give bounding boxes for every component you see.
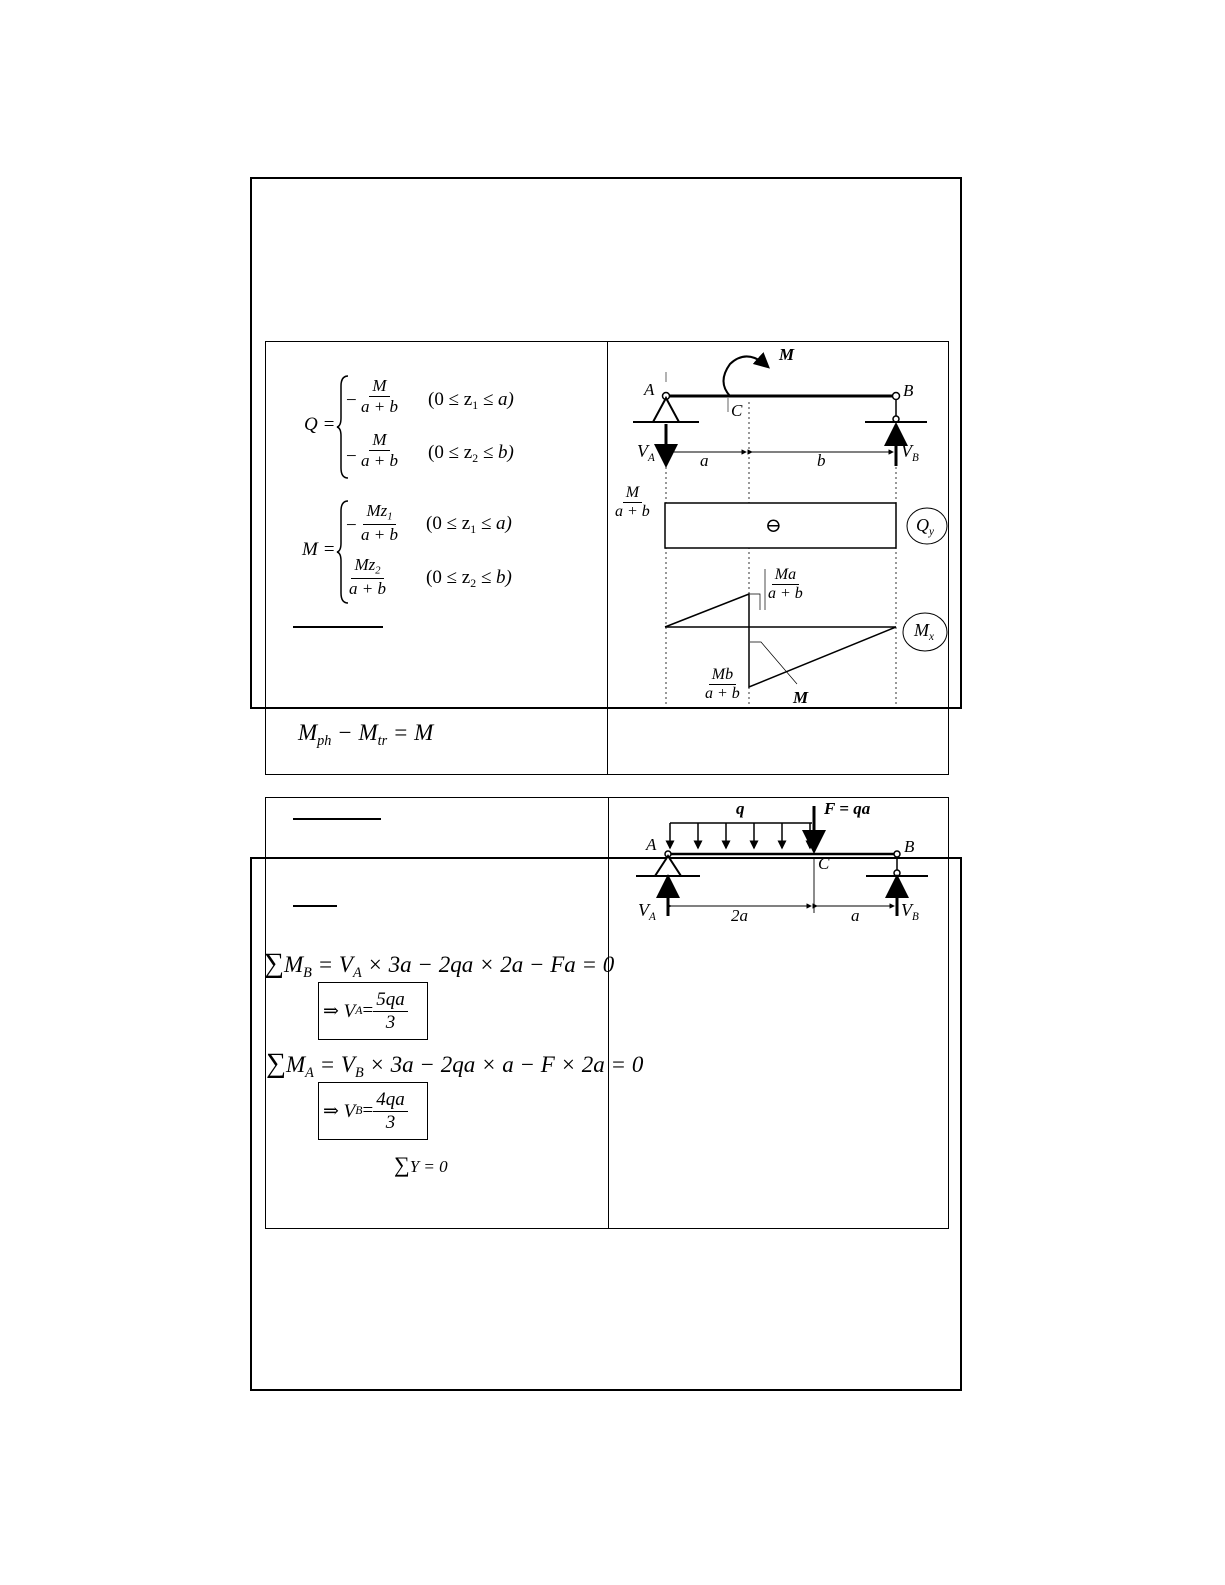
- underline-rule-2: [293, 818, 381, 820]
- label-a-point: A: [644, 380, 655, 399]
- label-c-point: C: [731, 401, 743, 420]
- m-row2-fraction: Mz2 a + b: [349, 555, 386, 598]
- q-lhs: Q =: [304, 414, 336, 435]
- label-mx-tag: Mx: [914, 620, 934, 643]
- label-span-b: b: [817, 451, 826, 470]
- m-row2-range: (0 ≤ z2 ≤ b): [426, 567, 512, 591]
- m-row1-minus: −: [346, 515, 357, 536]
- table1-right-cell: [607, 341, 949, 775]
- label-q-value: M a + b: [615, 484, 650, 521]
- moment-check-equation: Mph − Mtr = M: [298, 720, 434, 749]
- dashed-guides: [665, 402, 897, 710]
- label-va: VA: [638, 900, 656, 923]
- table2-right-cell: [608, 797, 949, 1229]
- m-piecewise: M = − Mz1 a + b (0 ≤ z1 ≤ a) Mz2 a + b (…: [300, 497, 600, 607]
- equilibrium-eq-b: ∑MB = VA × 3a − 2qa × 2a − Fa = 0: [264, 948, 615, 981]
- q-row2-minus: −: [346, 446, 357, 467]
- underline-rule-1: [293, 626, 383, 628]
- label-q-load: q: [736, 799, 745, 818]
- q-piecewise: Q = − M a + b (0 ≤ z1 ≤ a) − M a + b (0 …: [300, 372, 600, 482]
- equilibrium-eq-y: ∑Y = 0: [394, 1152, 448, 1177]
- q-brace: [336, 375, 349, 479]
- label-c-point: C: [818, 854, 830, 873]
- distributed-load: [665, 822, 815, 850]
- label-a-point: A: [646, 835, 657, 854]
- beam-diagram-1: [633, 352, 948, 710]
- label-qy-tag: Qy: [916, 515, 934, 538]
- label-vb: VB: [901, 900, 919, 923]
- label-b-point: B: [903, 381, 914, 400]
- label-mb-value: Mb a + b: [705, 666, 740, 703]
- outer-frame-bottom: [250, 857, 962, 1391]
- label-va: VA: [637, 441, 655, 464]
- outer-frame-top: [250, 177, 962, 709]
- m-lhs: M =: [302, 539, 336, 560]
- label-vb: VB: [901, 441, 919, 464]
- label-span-a: a: [700, 451, 709, 470]
- beam-diagram-2: [636, 806, 928, 916]
- m-row1-range: (0 ≤ z1 ≤ a): [426, 513, 512, 537]
- shear-diagram: [664, 502, 897, 549]
- equilibrium-eq-a: ∑MA = VB × 3a − 2qa × a − F × 2a = 0: [266, 1048, 644, 1081]
- label-ma-value: Ma a + b: [768, 566, 803, 603]
- label-b-point: B: [904, 837, 915, 856]
- q-row1-fraction: M a + b: [361, 376, 398, 416]
- m-brace: [336, 500, 349, 604]
- moment-diagram: [664, 592, 897, 689]
- negative-sign-icon: ⊖: [765, 515, 782, 537]
- dimension-line: [666, 858, 895, 913]
- label-force-f: F = qa: [824, 799, 871, 818]
- q-row1-range: (0 ≤ z1 ≤ a): [428, 389, 514, 413]
- underline-rule-3: [293, 905, 337, 907]
- label-span-2a: 2a: [731, 906, 748, 925]
- support-a: [633, 372, 699, 423]
- label-moment-jump: M: [793, 688, 809, 707]
- m-row1-fraction: Mz1 a + b: [361, 501, 398, 544]
- label-span-a: a: [851, 906, 860, 925]
- applied-moment-arrow: [722, 352, 770, 397]
- q-row1-minus: −: [346, 390, 357, 411]
- q-row2-range: (0 ≤ z2 ≤ b): [428, 442, 514, 466]
- label-applied-moment: M: [779, 345, 795, 364]
- q-row2-fraction: M a + b: [361, 430, 398, 470]
